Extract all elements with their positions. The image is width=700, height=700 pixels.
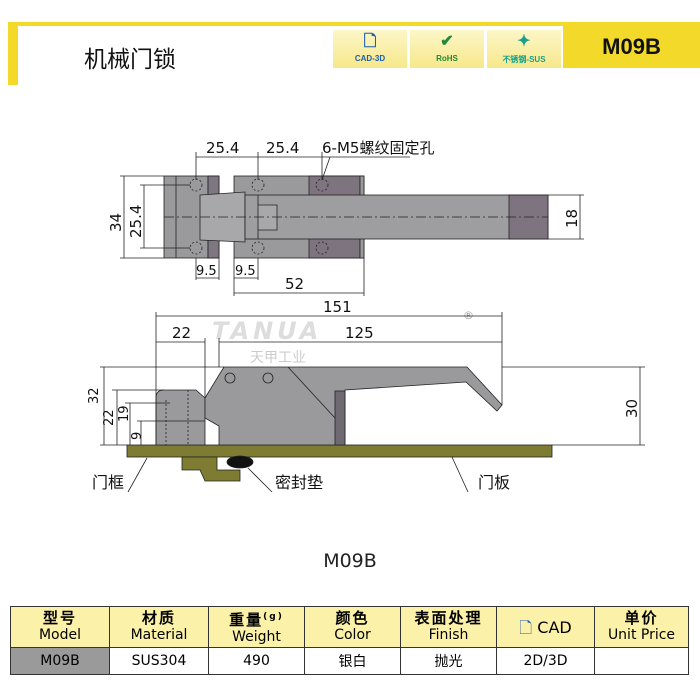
dim-hinge: 22 [172, 324, 191, 342]
header-unit: (g) [263, 611, 284, 622]
dim-h22: 22 [102, 409, 117, 426]
header-cn: 型号 [42, 609, 77, 627]
badge-label: RoHS [436, 54, 458, 63]
dim-hole-span: 25.4 [127, 205, 145, 238]
header-cn: 表面处理 [414, 609, 483, 627]
top-view [120, 152, 584, 296]
header-top-border [8, 22, 700, 26]
dim-h32: 32 [87, 387, 102, 404]
cell-material: SUS304 [109, 647, 209, 675]
cell-model: M09B [10, 647, 110, 675]
header-cad: CAD [537, 617, 572, 637]
badge-cad-3d: 🗋 CAD-3D [333, 30, 407, 68]
cell-weight: 490 [208, 647, 305, 675]
header-en: Model [38, 627, 82, 643]
badge-stainless: ✦ 不锈钢-SUS [487, 30, 561, 68]
dim-offset2: 9.5 [235, 264, 256, 279]
technical-drawing: 25.4 25.4 6-M5螺纹固定孔 34 25.4 9.5 9.5 52 1… [87, 139, 645, 493]
header-cn: 重量 [229, 610, 264, 629]
dim-pitch2: 25.4 [266, 139, 299, 157]
dim-lever: 125 [345, 324, 374, 342]
header-accent-bar [8, 22, 18, 85]
badge-label: 不锈钢-SUS [502, 55, 546, 64]
file-icon: 🗋 [519, 617, 533, 637]
dim-base-len: 52 [285, 275, 304, 293]
dim-height: 34 [107, 213, 125, 232]
watermark-text: TANUA [212, 317, 322, 345]
label-seal: 密封垫 [275, 473, 323, 492]
header-cn: 材质 [141, 609, 176, 627]
model-caption: M09B [323, 550, 377, 572]
header-en: Unit Price [607, 627, 676, 643]
dim-bar-width: 18 [563, 209, 581, 228]
side-view [100, 312, 645, 493]
watermark: TANUA 天甲工业 ® [212, 309, 474, 366]
cell-finish: 抛光 [400, 647, 497, 675]
cell-cad: 2D/3D [496, 647, 595, 675]
header-en: Material [130, 627, 188, 643]
page-title: 机械门锁 [84, 47, 176, 73]
table-row: M09B SUS304 490 银白 抛光 2D/3D [10, 647, 689, 675]
mounting-holes [189, 178, 329, 255]
dim-total: 151 [323, 298, 352, 316]
holes-note: 6-M5螺纹固定孔 [322, 139, 434, 157]
header-en: Color [334, 627, 371, 643]
header-en: Weight [232, 628, 281, 645]
dim-h30: 30 [623, 399, 641, 418]
dim-offset1: 9.5 [196, 264, 217, 279]
dim-h19: 19 [117, 405, 132, 422]
label-frame: 门框 [92, 473, 124, 492]
dim-h9: 9 [130, 432, 145, 440]
dim-pitch1: 25.4 [206, 139, 239, 157]
badge-label: CAD-3D [354, 54, 386, 63]
sparkle-icon: ✦ [517, 33, 531, 50]
header-cn: 颜色 [335, 609, 370, 627]
label-panel: 门板 [478, 473, 510, 492]
header-cn: 单价 [624, 609, 659, 627]
check-icon: ✔ [440, 33, 454, 50]
header-en: Finish [428, 627, 469, 643]
file-icon: 🗋 [363, 33, 377, 50]
cell-price [594, 647, 689, 675]
badge-rohs: ✔ RoHS [410, 30, 484, 68]
watermark-cn: 天甲工业 [250, 350, 306, 366]
registered-mark: ® [463, 309, 474, 322]
cell-color: 银白 [304, 647, 401, 675]
model-number: M09B [563, 26, 700, 68]
